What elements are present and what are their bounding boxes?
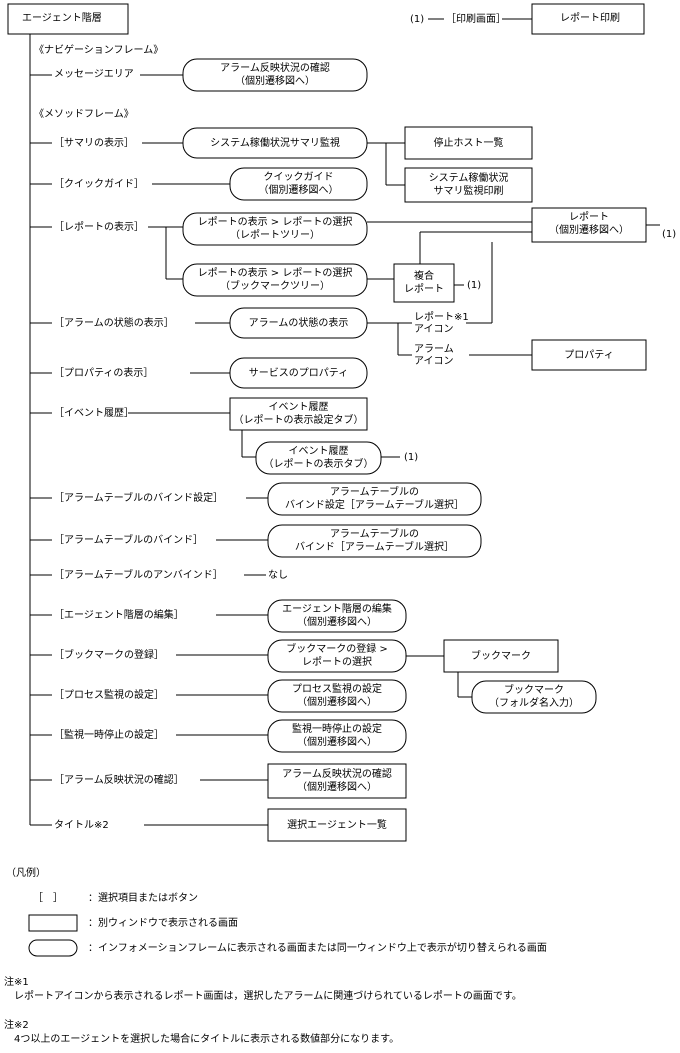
root-box-label: エージェント階層	[22, 13, 102, 24]
composite-ref: (1)	[467, 280, 482, 291]
screen-label: （レポートツリー）	[230, 230, 320, 241]
item-label: ［アラーム反映状況の確認］	[54, 775, 184, 786]
legend-title: （凡例）	[6, 868, 46, 879]
legend-bracket-text: ：選択項目またはボタン	[88, 893, 198, 904]
screen-label: エージェント階層の編集	[282, 604, 392, 615]
item-label: ［レポートの表示］	[54, 222, 144, 233]
item-label: ［プロセス監視の設定］	[54, 690, 164, 701]
bookmark-box: ブックマーク	[471, 651, 531, 662]
note-text: レポートアイコンから表示されるレポート画面は，選択したアラームに関連づけられてい…	[14, 991, 522, 1002]
composite-report-box: レポート	[404, 284, 444, 295]
item-label: ［アラームの状態の表示］	[54, 318, 174, 329]
bookmark-folder-screen: ブックマーク	[504, 685, 564, 696]
screen-label: レポートの選択	[302, 657, 372, 668]
bookmark-folder-screen: （フォルダ名入力）	[489, 698, 579, 709]
item-label: ［アラームテーブルのアンバインド］	[54, 570, 223, 581]
screen-label: アラームの状態の表示	[248, 318, 349, 329]
item-label: ［アラームテーブルのバインド設定］	[54, 493, 224, 504]
item-label: ［監視一時停止の設定］	[54, 730, 164, 741]
report-ref: (1)	[662, 229, 677, 240]
event-history-tab-screen: （レポートの表示タブ）	[263, 459, 374, 470]
note-title: 注※2	[4, 1020, 29, 1031]
report-icon-label: レポート※1	[414, 312, 469, 323]
screen-label: アラーム反映状況の確認	[220, 63, 330, 74]
screen-label: アラーム反映状況の確認	[282, 769, 392, 780]
print-ref: (1)	[410, 14, 425, 25]
bookmark-report-screen: （ブックマークツリー）	[220, 281, 330, 292]
method-frame-label: 《メソッドフレーム》	[34, 109, 134, 120]
legend-round-text: ：インフォメーションフレームに表示される画面または同一ウィンドウ上で表示が切り替…	[88, 943, 547, 954]
screen-label: ブックマークの登録 >	[286, 644, 388, 655]
screen-label: バインド［アラームテーブル選択］	[294, 542, 455, 553]
item-label: ［アラームテーブルのバインド］	[54, 535, 204, 546]
screen-label: システム稼働状況サマリ監視	[210, 138, 340, 149]
composite-report-box: 複合	[414, 271, 434, 282]
screen-label: （個別遷移図へ）	[297, 782, 377, 793]
screen-label: プロセス監視の設定	[292, 684, 382, 695]
screen-label: バインド設定［アラームテーブル選択］	[284, 500, 465, 511]
screen-label: サービスのプロパティ	[248, 368, 349, 379]
screen-label: イベント履歴	[268, 402, 329, 413]
screen-label: 選択エージェント一覧	[287, 820, 387, 831]
report-print-box: レポート印刷	[560, 13, 620, 24]
summary-print-box: サマリ監視印刷	[433, 186, 504, 197]
screen-label: （レポートの表示設定タブ）	[233, 415, 364, 426]
print-screen-label: ［印刷画面］	[446, 14, 506, 25]
report-icon-label: アイコン	[414, 324, 454, 335]
screen-label: 監視一時停止の設定	[292, 724, 382, 735]
legend-rect-text: ：別ウィンドウで表示される画面	[88, 918, 238, 929]
screen-label: （個別遷移図へ）	[258, 185, 339, 196]
screen-label: クイックガイド	[263, 172, 334, 183]
screen-label: （個別遷移図へ）	[297, 617, 377, 628]
item-label: タイトル※2	[54, 820, 109, 831]
bookmark-report-screen: レポートの表示 > レポートの選択	[197, 268, 353, 279]
event-history-tab-screen: イベント履歴	[288, 446, 349, 457]
item-label: ［エージェント階層の編集］	[54, 610, 184, 621]
legend-bracket-symbol: ［ ］	[33, 893, 63, 904]
note-text: 4つ以上のエージェントを選択した場合にタイトルに表示される数値部分になります。	[14, 1034, 400, 1045]
screen-label: （個別遷移図へ）	[235, 76, 315, 87]
property-box: プロパティ	[564, 350, 614, 361]
screen-label: なし	[268, 570, 288, 581]
item-label: ［ブックマークの登録］	[54, 650, 164, 661]
item-label: メッセージエリア	[54, 69, 134, 80]
alarm-icon-label: アラーム	[414, 344, 454, 355]
screen-label: レポートの表示 > レポートの選択	[197, 217, 353, 228]
item-label: ［クイックガイド］	[54, 179, 144, 190]
screen-label: アラームテーブルの	[329, 487, 420, 498]
screen-label: （個別遷移図へ）	[297, 737, 377, 748]
event-ref: (1)	[404, 452, 419, 463]
nav-frame-label: 《ナビゲーションフレーム》	[34, 45, 164, 56]
report-box: （個別遷移図へ）	[549, 225, 629, 236]
screen-label: アラームテーブルの	[329, 529, 420, 540]
note-title: 注※1	[4, 977, 29, 988]
stopped-hosts-box: 停止ホスト一覧	[433, 138, 504, 149]
item-label: ［プロパティの表示］	[54, 368, 154, 379]
alarm-icon-label: アイコン	[414, 356, 454, 367]
item-label: ［サマリの表示］	[54, 138, 134, 149]
item-label: ［イベント履歴］	[54, 408, 134, 419]
report-box: レポート	[569, 212, 609, 223]
summary-print-box: システム稼働状況	[428, 173, 509, 184]
screen-label: （個別遷移図へ）	[297, 697, 377, 708]
